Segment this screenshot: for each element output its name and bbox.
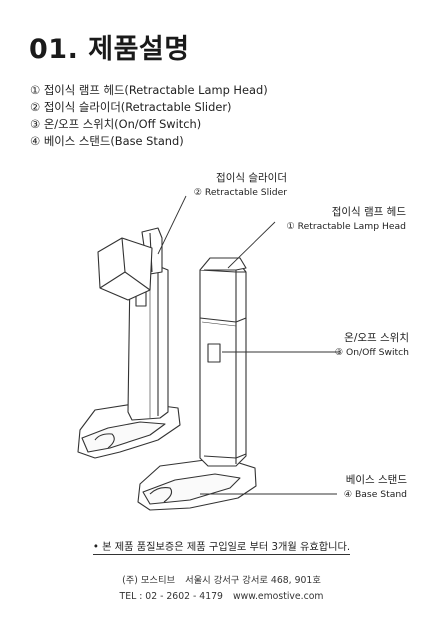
leader-lines — [157, 195, 340, 495]
base-callout-ko: 베이스 스탠드 — [345, 474, 407, 486]
base-callout: 베이스 스탠드 ④ Base Stand — [344, 472, 407, 500]
parts-list-item: ② 접이식 슬라이더(Retractable Slider) — [30, 100, 232, 114]
parts-list: ① 접이식 램프 헤드(Retractable Lamp Head) ② 접이식… — [30, 82, 268, 150]
lamp-folded-illustration — [77, 227, 181, 459]
slider-leader-line — [157, 195, 187, 255]
parts-list-item: ③ 온/오프 스위치(On/Off Switch) — [30, 117, 202, 131]
base-callout-en: ④ Base Stand — [343, 489, 407, 500]
footer-line-address: (주) 모스티브 서울시 강서구 강서로 468, 901호 — [0, 573, 443, 589]
lamp-head-callout-en: ① Retractable Lamp Head — [286, 221, 406, 232]
lamp-head-leader-line — [227, 221, 276, 269]
lamp-head-callout: 접이식 램프 헤드 ① Retractable Lamp Head — [286, 204, 406, 232]
parts-list-item: ① 접이식 램프 헤드(Retractable Lamp Head) — [30, 83, 268, 97]
company-footer: (주) 모스티브 서울시 강서구 강서로 468, 901호 TEL : 02 -… — [0, 573, 443, 605]
slider-callout-ko: 접이식 슬라이더 — [216, 172, 287, 184]
switch-callout-ko: 온/오프 스위치 — [344, 332, 409, 344]
company-name: (주) 모스티브 — [122, 575, 176, 586]
company-website[interactable]: www.emostive.com — [232, 591, 324, 602]
lamp-upright-illustration — [137, 257, 257, 511]
company-tel: TEL : 02 - 2602 - 4179 — [119, 591, 223, 602]
product-illustration — [77, 195, 340, 511]
switch-callout-en: ③ On/Off Switch — [334, 347, 409, 358]
slider-callout-en: ② Retractable Slider — [193, 187, 287, 198]
warranty-notice-text: • 본 제품 품질보증은 제품 구입일로 부터 3개월 유효합니다. — [92, 542, 351, 555]
lamp-head-callout-ko: 접이식 램프 헤드 — [331, 206, 406, 218]
switch-callout: 온/오프 스위치 ③ On/Off Switch — [335, 330, 409, 358]
warranty-notice: • 본 제품 품질보증은 제품 구입일로 부터 3개월 유효합니다. — [0, 538, 443, 555]
company-address: 서울시 강서구 강서로 468, 901호 — [185, 575, 321, 586]
page-title: 01. 제품설명 — [29, 34, 190, 65]
footer-line-contact: TEL : 02 - 2602 - 4179 www.emostive.com — [0, 589, 443, 605]
parts-list-item: ④ 베이스 스탠드(Base Stand) — [30, 134, 184, 148]
slider-callout: 접이식 슬라이더 ② Retractable Slider — [194, 170, 287, 198]
